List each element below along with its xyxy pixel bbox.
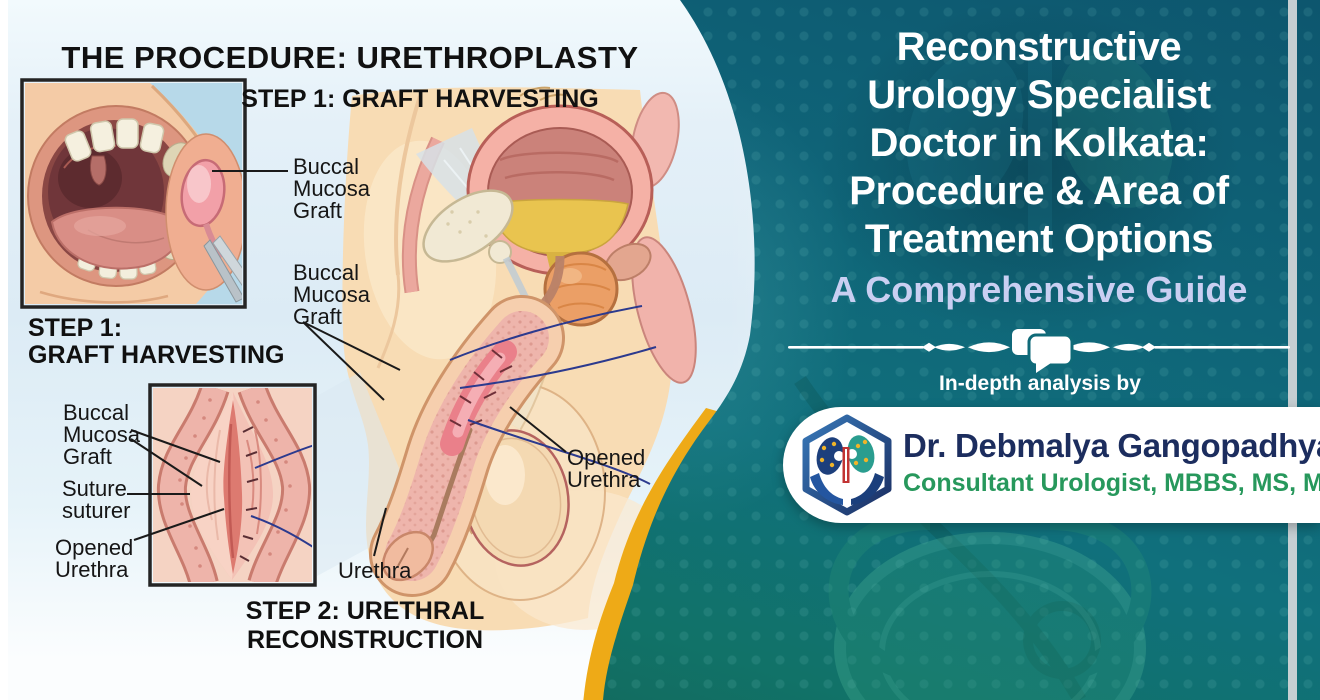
label-line: Urethra — [567, 467, 641, 492]
chat-bubbles-icon — [1012, 329, 1072, 373]
label-line: Graft — [63, 444, 112, 469]
label-line: Opened — [567, 445, 646, 470]
doctor-card: Dr. Debmalya Gangopadhyay Consultant Uro… — [783, 407, 1320, 523]
urology-clinic-logo-icon — [802, 414, 892, 516]
label-line: suturer — [62, 498, 131, 523]
label-line: Urethra — [55, 557, 129, 582]
label-buccal-mucosa-graft-closeup: Buccal Mucosa Graft — [63, 402, 140, 468]
title-line: Reconstructive — [896, 25, 1182, 69]
pelvis-cross-section-illustration — [317, 86, 697, 631]
step1-caption: STEP 1: GRAFT HARVESTING — [28, 315, 285, 369]
pointer-lines — [127, 170, 567, 557]
label-suture-suturer: Suture suturer — [62, 478, 130, 522]
doctor-name: Dr. Debmalya Gangopadhyay — [903, 427, 1320, 464]
label-line: Graft — [293, 304, 342, 329]
label-line: Suture — [62, 476, 127, 501]
right-edge-stripe — [1288, 0, 1297, 700]
mouth-inset-illustration — [20, 78, 247, 309]
title-line: Procedure & Area of — [849, 169, 1229, 213]
label-line: Buccal — [63, 400, 130, 425]
suture-threads — [449, 305, 657, 485]
label-buccal-mucosa-graft-mouth: Buccal Mucosa Graft — [293, 156, 370, 222]
ornament-divider — [786, 328, 1292, 374]
step1-caption-line2: GRAFT HARVESTING — [28, 341, 285, 369]
urethra-closeup-illustration — [148, 383, 317, 587]
title-line: Urology Specialist — [867, 73, 1211, 117]
label-line: Mucosa — [293, 176, 371, 201]
step1-caption-line1: STEP 1: — [28, 314, 123, 342]
step2-caption: STEP 2: URETHRAL RECONSTRUCTION — [245, 597, 485, 654]
label-line: Opened — [55, 535, 134, 560]
title-line: Doctor in Kolkata: — [869, 121, 1209, 165]
step1-heading: STEP 1: GRAFT HARVESTING — [241, 85, 599, 113]
label-line: Buccal — [293, 260, 360, 285]
label-urethra: Urethra — [338, 558, 412, 583]
page-title: Reconstructive Urology Specialist Doctor… — [778, 23, 1300, 311]
urethroplasty-illustration — [20, 78, 697, 631]
title-line: Treatment Options — [864, 217, 1214, 261]
label-line: Mucosa — [63, 422, 141, 447]
doctor-credentials: Consultant Urologist, MBBS, MS, MCh — [903, 469, 1320, 497]
page-subtitle: A Comprehensive Guide — [830, 269, 1248, 310]
procedure-title: THE PROCEDURE: URETHROPLASTY — [61, 40, 639, 75]
label-opened-urethra-pelvis: Opened Urethra — [567, 447, 645, 491]
label-buccal-mucosa-graft-shaft: Buccal Mucosa Graft — [293, 262, 370, 328]
byline: In-depth analysis by — [939, 372, 1141, 395]
label-opened-urethra-closeup: Opened Urethra — [55, 537, 133, 581]
label-line: Mucosa — [293, 282, 371, 307]
label-line: Buccal — [293, 154, 360, 179]
label-line: Graft — [293, 198, 342, 223]
